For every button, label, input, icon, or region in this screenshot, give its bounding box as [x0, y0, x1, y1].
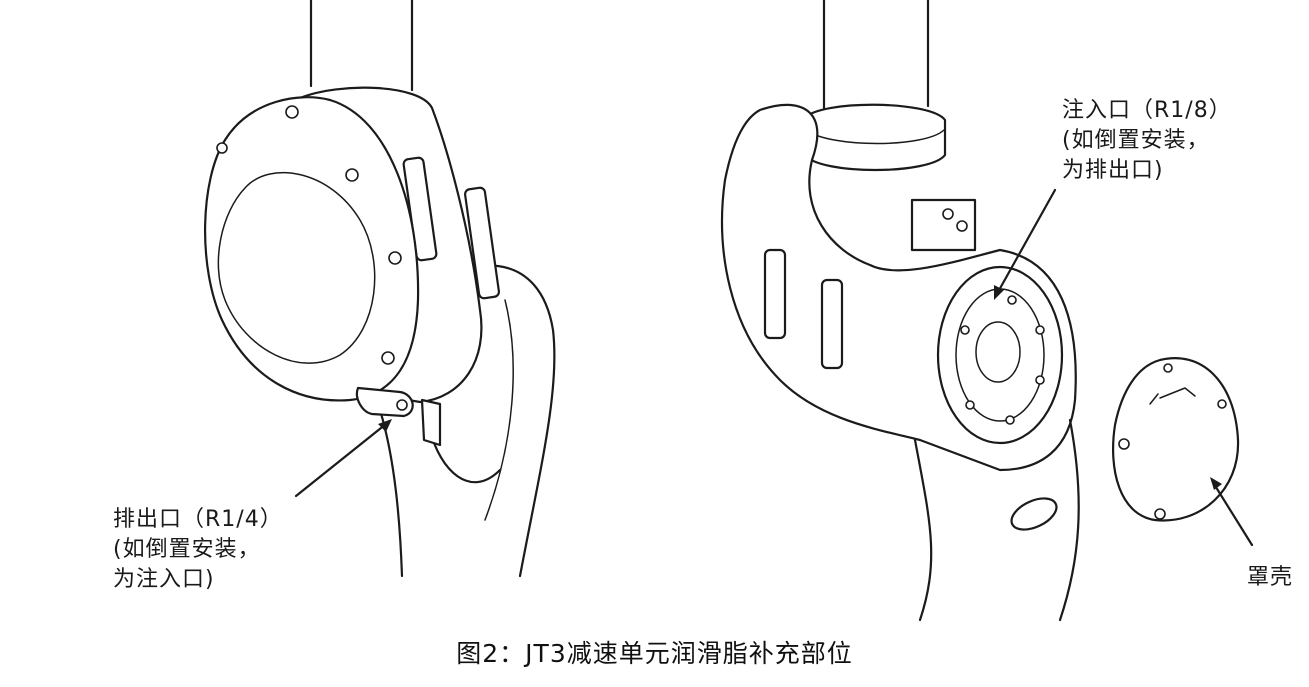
right-fill-fitting [956, 220, 968, 232]
fill-port-label: 注入口（R1/8） (如倒置安装， 为排出口) [1062, 96, 1232, 186]
cover-mark [1149, 387, 1196, 405]
right-fill-fitting [942, 208, 954, 220]
figure-caption: 图2：JT3减速单元润滑脂补充部位 [456, 639, 853, 668]
right-bracket-1 [763, 248, 787, 340]
fill-port-label-line1: 注入口（R1/8） [1062, 98, 1232, 123]
detached-cover [1112, 357, 1240, 522]
drain-port-label-line3: 为注入口) [113, 567, 215, 592]
drain-leader-line [294, 422, 388, 498]
left-arm-view [204, 0, 556, 578]
right-ring-bolt [1035, 375, 1045, 385]
right-ring-bolt [1007, 295, 1017, 305]
left-lower-tab [420, 398, 442, 447]
right-top-block [910, 198, 977, 252]
right-lower-arm [913, 418, 1080, 622]
right-arm-view [720, 0, 1254, 622]
drain-port-label-line1: 排出口（R1/4） [113, 507, 283, 532]
left-bolt [285, 105, 299, 119]
left-drain-hole [396, 399, 408, 411]
cover-leader-arrow [1210, 477, 1222, 490]
cover-bolt [1217, 399, 1227, 409]
left-lower-arm-edge [484, 299, 514, 521]
right-ring-bolt [960, 325, 970, 335]
cover-bolt [1154, 508, 1166, 520]
fill-port-label-line3: 为排出口) [1062, 158, 1164, 183]
right-ring-bolt [1005, 415, 1015, 425]
drain-port-label-line2: (如倒置安装， [113, 537, 261, 562]
drain-port-label: 排出口（R1/4） (如倒置安装， 为注入口) [113, 505, 283, 595]
right-ring-bolt [965, 400, 975, 410]
cover-bolt [1163, 363, 1173, 373]
fill-leader-line [996, 188, 1057, 294]
left-bracket-2 [463, 186, 501, 300]
fill-leader-arrow [994, 285, 1004, 300]
right-gear-hub [975, 321, 1021, 383]
drain-leader-arrow [378, 419, 392, 432]
right-column [822, 0, 930, 110]
cover-leader-line [1212, 482, 1254, 547]
left-bolt [388, 251, 402, 265]
cover-label: 罩壳 [1247, 565, 1294, 590]
left-lower-arm-inner [378, 408, 404, 578]
right-bracket-2 [820, 278, 844, 370]
left-cover-inner [217, 171, 376, 364]
right-flange [803, 103, 947, 172]
right-ring-bolt [1035, 325, 1045, 335]
left-bolt [216, 142, 228, 154]
right-gear-ring-outer [936, 265, 1064, 445]
right-arm-oval [1010, 497, 1058, 531]
left-column [309, 0, 414, 92]
left-bolt [345, 168, 359, 182]
left-bolt [381, 351, 395, 365]
fill-port-label-line2: (如倒置安装， [1062, 128, 1210, 153]
cover-bolt [1118, 438, 1130, 450]
